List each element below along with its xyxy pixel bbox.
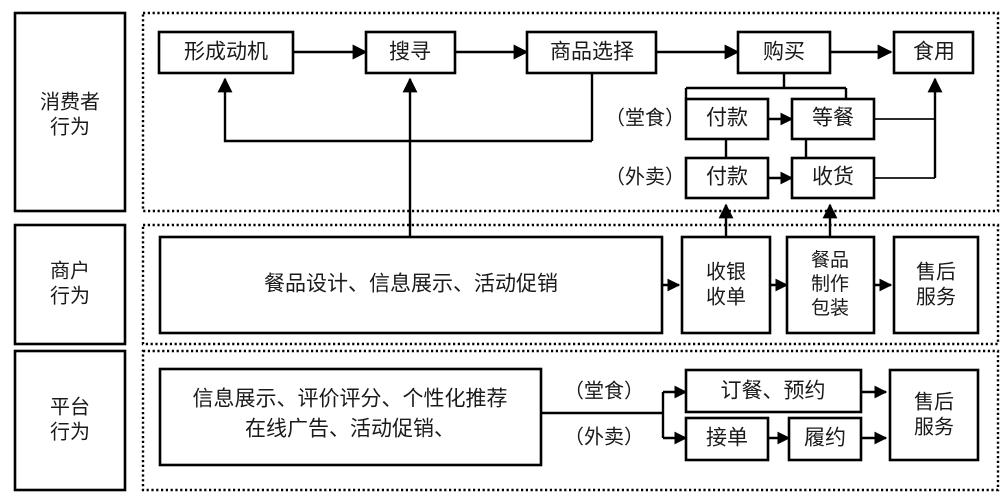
row-label-consumer: 消费者 行为 [13, 11, 127, 213]
node-order-reserve-label: 订餐、预约 [721, 380, 826, 403]
node-accept-order[interactable]: 接单 [684, 416, 770, 462]
node-takeout-receive[interactable]: 收货 [790, 156, 876, 200]
node-cashier-line2: 收单 [706, 285, 746, 308]
node-dinein-pay-label: 付款 [706, 107, 748, 130]
node-platform-main[interactable]: 信息展示、评价评分、个性化推荐 在线广告、活动促销、 [158, 367, 543, 467]
node-merchant-aftersales[interactable]: 售后 服务 [892, 235, 980, 335]
node-consume-label: 食用 [913, 41, 955, 64]
node-product-select-label: 商品选择 [550, 41, 634, 64]
node-motive-label: 形成动机 [184, 41, 268, 64]
node-consume[interactable]: 食用 [892, 30, 975, 75]
node-merchant-main[interactable]: 餐品设计、信息展示、活动促销 [158, 235, 664, 335]
row-label-merchant-line1: 商户 [50, 259, 90, 282]
node-platform-main-line1: 信息展示、评价评分、个性化推荐 [193, 388, 508, 411]
node-takeout-pay-label: 付款 [706, 166, 748, 189]
branch-label-platform-takeout: （外卖） [564, 425, 644, 448]
node-search[interactable]: 搜寻 [364, 30, 457, 75]
section-consumer-border [141, 11, 1000, 213]
section-platform-border [141, 349, 1000, 492]
node-takeout-pay[interactable]: 付款 [684, 156, 770, 200]
node-platform-main-line2: 在线广告、活动促销、 [245, 418, 455, 441]
node-merchant-aftersales-line1: 售后 [916, 260, 956, 283]
node-platform-aftersales-line2: 服务 [914, 415, 954, 438]
node-fulfill[interactable]: 履约 [787, 416, 863, 462]
node-fulfill-label: 履约 [804, 427, 846, 450]
node-purchase[interactable]: 购买 [736, 30, 832, 75]
node-cashier[interactable]: 收银 收单 [680, 235, 772, 335]
node-dinein-pay[interactable]: 付款 [684, 97, 770, 141]
node-food-prep-line2: 制作 [811, 273, 849, 295]
row-label-platform: 平台 行为 [13, 349, 127, 492]
node-platform-aftersales[interactable]: 售后 服务 [888, 368, 980, 462]
node-cashier-line1: 收银 [706, 260, 746, 283]
node-motive[interactable]: 形成动机 [157, 30, 295, 75]
row-label-platform-line1: 平台 [50, 395, 90, 418]
branch-label-platform-dinein: （堂食） [564, 379, 644, 402]
node-platform-aftersales-line1: 售后 [914, 390, 954, 413]
feedback-product-to-motive [217, 77, 592, 143]
node-order-reserve[interactable]: 订餐、预约 [684, 368, 863, 414]
node-food-prep-line1: 餐品 [811, 249, 849, 271]
branch-label-consumer-dinein: （堂食） [605, 106, 685, 129]
node-takeout-receive-label: 收货 [812, 166, 854, 189]
section-merchant-border [141, 223, 1000, 346]
node-product-select[interactable]: 商品选择 [525, 30, 658, 75]
node-merchant-main-label: 餐品设计、信息展示、活动促销 [264, 273, 558, 296]
row-label-merchant-line2: 行为 [50, 284, 90, 307]
node-search-label: 搜寻 [389, 41, 431, 64]
node-merchant-aftersales-line2: 服务 [916, 285, 956, 308]
node-dinein-wait[interactable]: 等餐 [790, 97, 876, 141]
node-dinein-wait-label: 等餐 [812, 107, 854, 130]
branch-label-consumer-takeout: （外卖） [605, 165, 685, 188]
row-label-consumer-line2: 行为 [50, 115, 90, 138]
row-label-merchant: 商户 行为 [13, 223, 127, 346]
node-food-prep-line3: 包装 [811, 297, 849, 319]
node-purchase-label: 购买 [763, 41, 805, 64]
row-label-consumer-line1: 消费者 [40, 90, 100, 113]
node-accept-order-label: 接单 [706, 427, 748, 450]
node-food-prep[interactable]: 餐品 制作 包装 [785, 235, 876, 335]
row-label-platform-line2: 行为 [50, 420, 90, 443]
